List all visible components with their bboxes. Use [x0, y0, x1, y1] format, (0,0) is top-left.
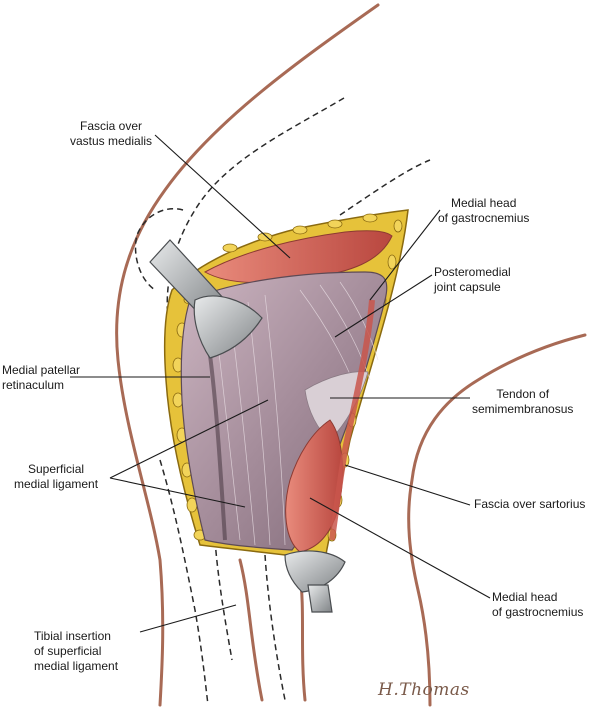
- label-tendon-of-semimembranosus: Tendon of semimembranosus: [472, 387, 574, 416]
- sartorius-fascia: [329, 299, 375, 541]
- label-fascia-over-sartorius: Fascia over sartorius: [474, 497, 586, 511]
- label-superficial-medial-ligament: Superficial medial ligament: [14, 462, 99, 491]
- leader-lines: [70, 134, 491, 633]
- label-posteromedial-joint-capsule: Posteromedial joint capsule: [434, 265, 511, 294]
- dashed-outlines: [134, 97, 431, 706]
- retractor-lower: [284, 550, 346, 613]
- artist-signature: H.Thomas: [378, 680, 470, 700]
- label-tibial-insertion: Tibial insertion of superficial medial l…: [34, 629, 119, 673]
- retractor-upper: [149, 239, 263, 359]
- label-fascia-vastus-medialis: Fascia over vastus medialis: [70, 119, 153, 148]
- label-medial-head-gastrocnemius-top: Medial head of gastrocnemius: [438, 196, 530, 225]
- label-medial-head-gastrocnemius-bottom: Medial head of gastrocnemius: [492, 590, 584, 619]
- label-medial-patellar-retinaculum: Medial patellar retinaculum: [2, 363, 81, 392]
